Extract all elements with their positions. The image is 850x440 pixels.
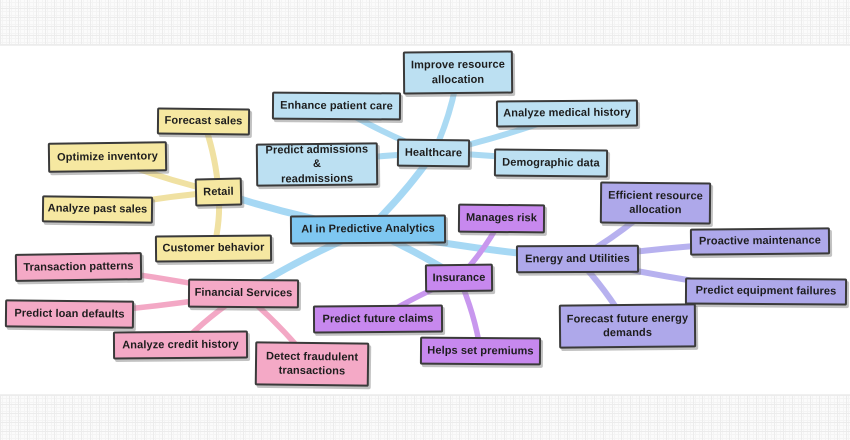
mindmap-node-admissions[interactable]: Predict admissions & readmissions	[255, 142, 379, 187]
mindmap-node-pastsales[interactable]: Analyze past sales	[41, 195, 154, 224]
bottom-texture-band	[0, 394, 850, 440]
mindmap-node-healthcare[interactable]: Healthcare	[396, 138, 471, 168]
mindmap-node-custbehavior[interactable]: Customer behavior	[154, 234, 273, 263]
mindmap-node-enhance[interactable]: Enhance patient care	[271, 91, 402, 121]
mindmap-node-premiums[interactable]: Helps set premiums	[419, 336, 542, 366]
mindmap-node-managesrisk[interactable]: Manages risk	[457, 203, 546, 234]
mindmap-node-root[interactable]: AI in Predictive Analytics	[289, 214, 447, 245]
mindmap-node-demo[interactable]: Demographic data	[493, 148, 609, 178]
mindmap-node-medhist[interactable]: Analyze medical history	[495, 99, 639, 128]
mindmap-node-efficient[interactable]: Efficient resource allocation	[599, 181, 712, 225]
mindmap-node-futureclaims[interactable]: Predict future claims	[312, 304, 444, 334]
mindmap-node-energy[interactable]: Energy and Utilities	[515, 244, 640, 274]
mindmap-node-energydemand[interactable]: Forecast future energy demands	[558, 303, 697, 349]
mindmap-node-improve[interactable]: Improve resource allocation	[402, 50, 514, 95]
mindmap-node-retail[interactable]: Retail	[194, 177, 243, 207]
mindmap-node-proactive[interactable]: Proactive maintenance	[689, 227, 831, 256]
mindmap-node-forecast[interactable]: Forecast sales	[156, 107, 251, 136]
mindmap-node-fraud[interactable]: Detect fraudulent transactions	[254, 341, 370, 387]
mindmap-node-equipfail[interactable]: Predict equipment failures	[684, 277, 848, 306]
mindmap-node-financial[interactable]: Financial Services	[187, 278, 300, 309]
mindmap-node-transaction[interactable]: Transaction patterns	[14, 252, 143, 282]
mindmap-node-insurance[interactable]: Insurance	[424, 263, 494, 293]
top-texture-band	[0, 0, 850, 46]
mindmap-node-optimize[interactable]: Optimize inventory	[47, 141, 168, 173]
mindmap-node-credithistory[interactable]: Analyze credit history	[112, 330, 249, 360]
mindmap-node-loandefaults[interactable]: Predict loan defaults	[4, 299, 135, 329]
